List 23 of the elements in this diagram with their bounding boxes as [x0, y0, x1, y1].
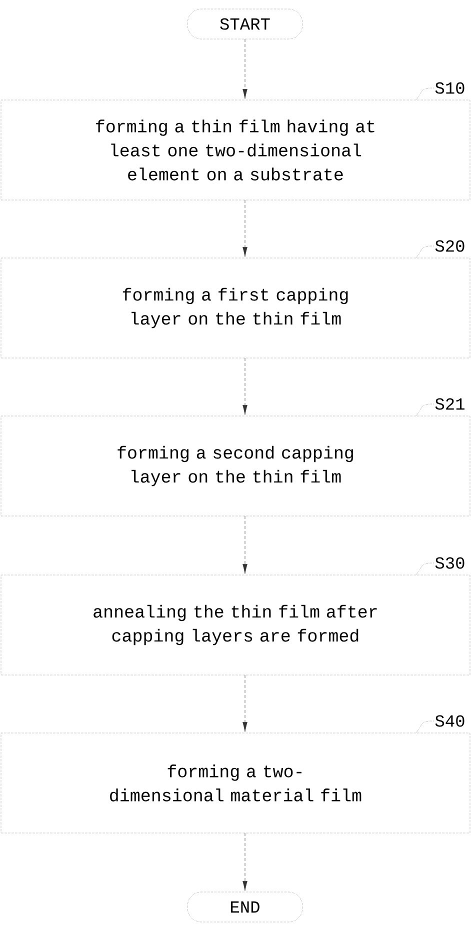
step-label: S21 — [435, 398, 464, 410]
leader-line — [416, 404, 434, 416]
leader-line — [416, 246, 434, 258]
terminal-box: START — [187, 8, 303, 40]
arrow — [242, 674, 248, 732]
arrow — [242, 516, 248, 574]
arrow — [242, 832, 248, 891]
process-box: forming a thin film having at least one two-dimensional element on a substrate — [0, 100, 470, 200]
arrow — [242, 358, 248, 415]
process-box: forming a first capping layer on the thin film — [0, 258, 470, 358]
step-label: S40 — [435, 715, 464, 727]
step-label: S10 — [435, 82, 464, 94]
process-box: forming a two-dimensional material film — [0, 732, 470, 834]
arrow — [242, 200, 248, 257]
step-label: S20 — [435, 240, 464, 252]
terminal-box: END — [187, 892, 303, 922]
process-box: annealing the thin film after capping layers are formed — [0, 574, 470, 676]
leader-line — [416, 720, 434, 734]
leader-line — [416, 562, 434, 576]
arrow — [242, 38, 248, 99]
leader-line — [416, 88, 434, 100]
process-box: forming a second capping layer on the thin film — [0, 416, 470, 516]
step-label: S30 — [435, 557, 464, 569]
